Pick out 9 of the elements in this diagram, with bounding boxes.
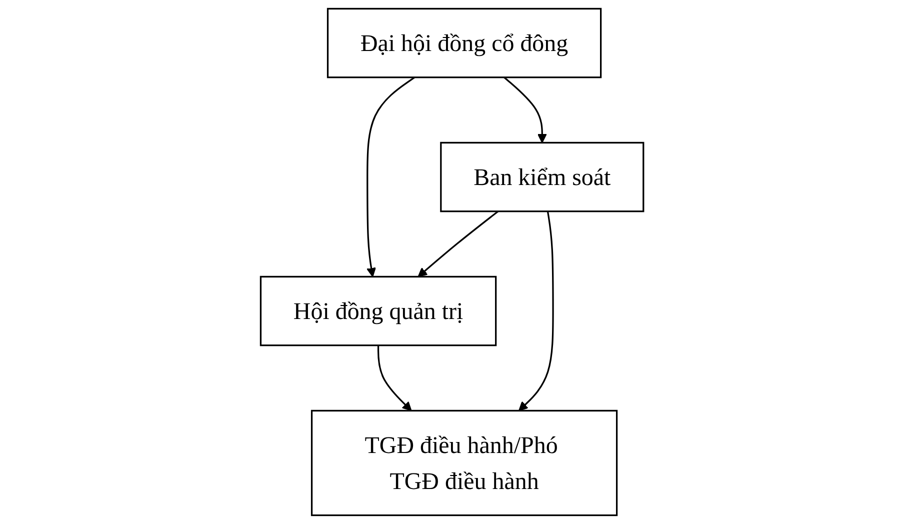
arrow [504,76,547,144]
arrow [518,211,554,412]
node-box: Đại hội đồng cổ đông [326,8,602,78]
node-box: TGĐ điều hành/Phó TGĐ điều hành [310,410,618,516]
node-box: Ban kiểm soát [440,142,644,212]
arrow [377,345,412,412]
node-box: Hội đồng quản trị [260,276,497,346]
arrow [418,210,499,278]
arrow [366,76,416,278]
